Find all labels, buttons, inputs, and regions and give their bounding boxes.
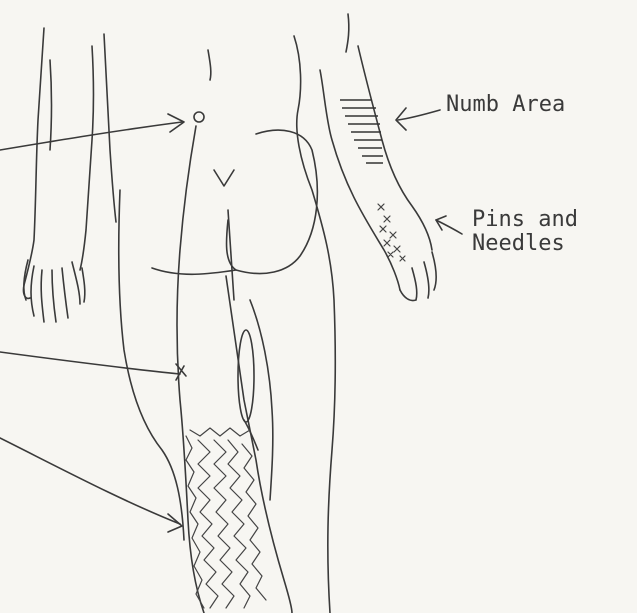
- numb-area-label: Numb Area: [446, 93, 565, 117]
- pins-needles-pointer: [436, 216, 462, 234]
- pins-needles-label-line1: Pins and: [472, 207, 578, 232]
- lower-leg-zigzag: [186, 428, 266, 608]
- arrow-to-thigh: [0, 352, 186, 380]
- numb-area-pointer: [396, 108, 440, 130]
- torso-and-legs: [119, 36, 336, 613]
- numb-area-hatching: [340, 100, 383, 163]
- pins-needles-label-line2: Needles: [472, 231, 565, 256]
- right-arm: [23, 28, 116, 322]
- pins-needles-marks: [378, 204, 405, 261]
- left-arm: [320, 14, 436, 301]
- arrow-to-calf: [0, 438, 182, 532]
